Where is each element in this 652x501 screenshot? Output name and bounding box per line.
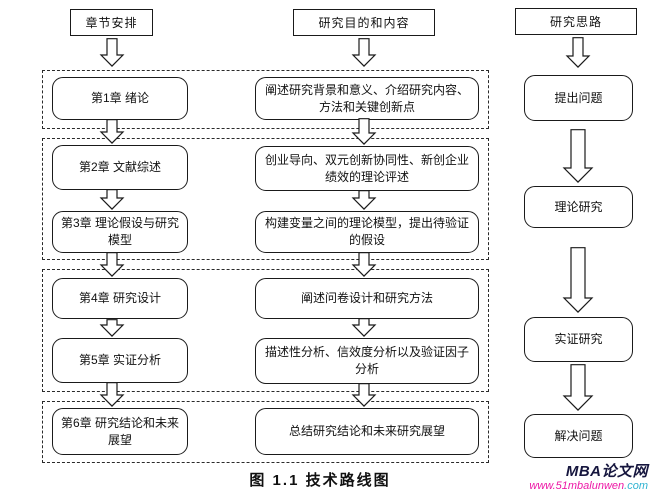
section-group-theory	[42, 138, 489, 260]
content-box-2: 创业导向、双元创新协同性、新创企业绩效的理论评述	[255, 146, 479, 191]
header-chapter-arrangement: 章节安排	[70, 9, 153, 36]
chapter-box-4: 第4章 研究设计	[52, 278, 188, 319]
approach-box-empirical-research: 实证研究	[524, 317, 633, 362]
flow-arrow-icon	[351, 38, 377, 67]
flow-arrow-icon	[99, 189, 125, 210]
flow-arrow-icon	[351, 252, 377, 277]
watermark-url: www.51mbalunwen.com	[529, 480, 648, 493]
flow-arrow-icon	[565, 37, 591, 68]
flow-arrow-icon	[99, 252, 125, 277]
flow-arrow-icon	[562, 364, 594, 411]
watermark: MBA论文网 www.51mbalunwen.com	[529, 463, 648, 493]
flow-arrow-icon	[99, 319, 125, 337]
flow-arrow-icon	[351, 190, 377, 210]
chapter-box-5: 第5章 实证分析	[52, 338, 188, 383]
flow-arrow-icon	[99, 382, 125, 407]
content-box-5: 描述性分析、信效度分析以及验证因子分析	[255, 338, 479, 384]
chapter-box-2: 第2章 文献综述	[52, 145, 188, 190]
section-group-introduction	[42, 70, 489, 129]
watermark-site: MBA论文网	[565, 463, 648, 480]
section-group-conclusion	[42, 401, 489, 463]
approach-box-raise-question: 提出问题	[524, 75, 633, 121]
header-research-approach: 研究思路	[515, 8, 637, 35]
flow-arrow-icon	[562, 129, 594, 183]
content-box-1: 阐述研究背景和意义、介绍研究内容、方法和关键创新点	[255, 77, 479, 120]
chapter-box-1: 第1章 绪论	[52, 77, 188, 120]
header-research-purpose-content: 研究目的和内容	[293, 9, 435, 36]
flow-arrow-icon	[562, 247, 594, 313]
flow-arrow-icon	[99, 119, 125, 144]
flow-arrow-icon	[351, 118, 377, 145]
chapter-box-6: 第6章 研究结论和未来展望	[52, 408, 188, 455]
flow-arrow-icon	[351, 383, 377, 407]
figure-caption: 图 1.1 技术路线图	[249, 472, 391, 489]
section-group-empirical	[42, 269, 489, 392]
content-box-4: 阐述问卷设计和研究方法	[255, 278, 479, 319]
flow-arrow-icon	[351, 318, 377, 337]
content-box-6: 总结研究结论和未来研究展望	[255, 408, 479, 455]
watermark-url-prefix: www.51mbalunwen	[529, 480, 625, 493]
flow-arrow-icon	[99, 38, 125, 67]
approach-box-theoretical-research: 理论研究	[524, 186, 633, 228]
approach-box-solve-problem: 解决问题	[524, 414, 633, 458]
content-box-3: 构建变量之间的理论模型，提出待验证的假设	[255, 211, 479, 253]
chapter-box-3: 第3章 理论假设与研究模型	[52, 211, 188, 253]
watermark-url-suffix: .com	[624, 480, 648, 493]
